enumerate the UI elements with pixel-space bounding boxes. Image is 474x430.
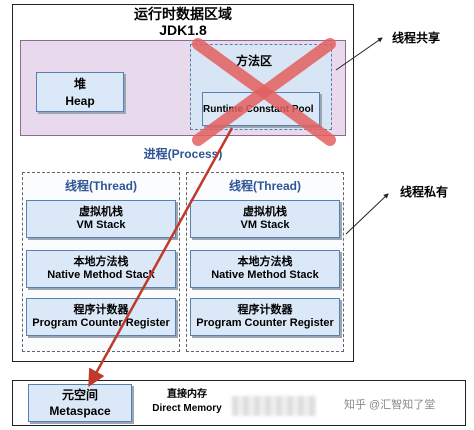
native-method-stack-box-1: 本地方法栈 Native Method Stack: [26, 250, 176, 288]
program-counter-box-2: 程序计数器 Program Counter Register: [190, 298, 340, 336]
runtime-data-area: [12, 4, 354, 362]
vm-stack-cn-2: 虚拟机栈: [243, 206, 287, 218]
native-method-stack-en-1: Native Method Stack: [47, 269, 155, 281]
metaspace-cn: 元空间: [61, 388, 98, 402]
vm-stack-en-2: VM Stack: [240, 219, 290, 231]
process-label: 进程(Process): [143, 147, 223, 161]
program-counter-cn-1: 程序计数器: [73, 304, 129, 316]
metaspace-box: 元空间 Metaspace: [28, 384, 132, 422]
metaspace-en: Metaspace: [49, 404, 111, 418]
direct-memory-label: 直接内存 Direct Memory: [142, 388, 232, 416]
direct-memory-en: Direct Memory: [152, 403, 222, 414]
native-method-stack-en-2: Native Method Stack: [211, 269, 319, 281]
program-counter-en-1: Program Counter Register: [32, 317, 170, 329]
blurred-text: [232, 396, 316, 416]
diagram-title: 运行时数据区域: [134, 6, 232, 22]
thread-label-2: 线程(Thread): [228, 179, 301, 193]
callout-thread-private: 线程私有: [400, 185, 449, 199]
thread-label-1: 线程(Thread): [64, 179, 137, 193]
heap-box: 堆 Heap: [36, 72, 124, 112]
watermark: 知乎 @汇智知了堂: [344, 399, 436, 411]
off-heap-region: [12, 380, 466, 426]
heap-label-en: Heap: [65, 94, 95, 108]
leader-line-private: [345, 193, 389, 235]
program-counter-en-2: Program Counter Register: [196, 317, 334, 329]
native-method-stack-box-2: 本地方法栈 Native Method Stack: [190, 250, 340, 288]
vm-stack-box-2: 虚拟机栈 VM Stack: [190, 200, 340, 238]
native-method-stack-cn-1: 本地方法栈: [73, 256, 129, 268]
program-counter-box-1: 程序计数器 Program Counter Register: [26, 298, 176, 336]
program-counter-cn-2: 程序计数器: [237, 304, 293, 316]
vm-stack-cn-1: 虚拟机栈: [79, 206, 123, 218]
runtime-constant-pool-label: Runtime Constant Pool: [203, 104, 314, 115]
direct-memory-cn: 直接内存: [167, 389, 207, 400]
native-method-stack-cn-2: 本地方法栈: [237, 256, 293, 268]
heap-label-cn: 堆: [73, 77, 86, 91]
callout-thread-shared: 线程共享: [392, 31, 441, 45]
vm-stack-box-1: 虚拟机栈 VM Stack: [26, 200, 176, 238]
method-area-label: 方法区: [235, 54, 272, 68]
migration-arrow: [88, 127, 234, 388]
diagram-subtitle: JDK1.8: [159, 22, 207, 38]
cross-stroke-2: [192, 38, 336, 146]
leader-line-shared: [335, 37, 383, 71]
vm-stack-en-1: VM Stack: [76, 219, 126, 231]
